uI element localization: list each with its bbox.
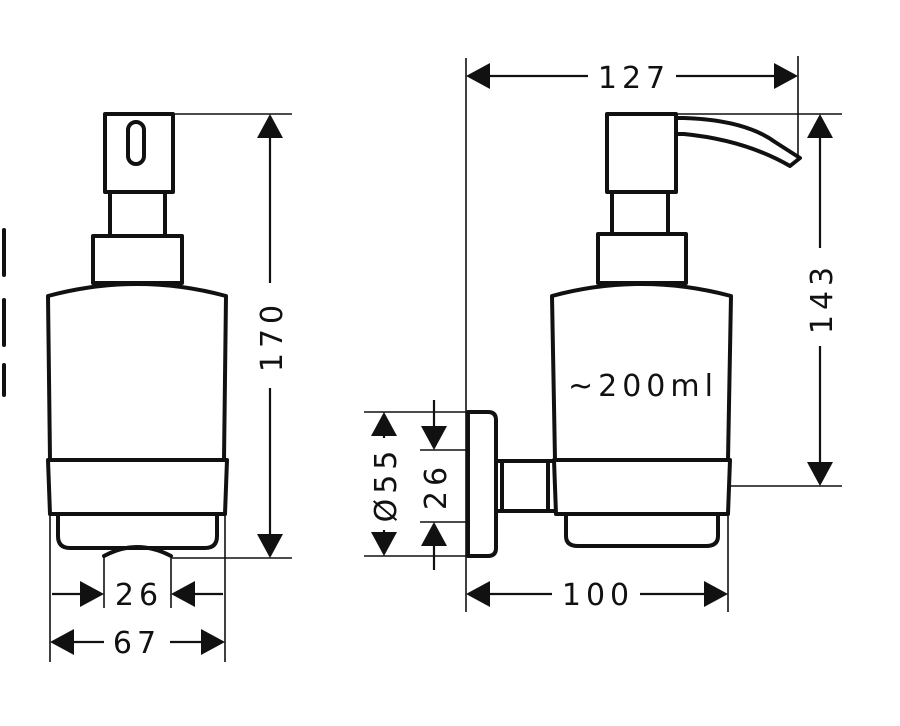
dimension-base-front: 26 <box>49 514 226 662</box>
dimension-width-front: 67 <box>50 626 225 661</box>
front-base-cup <box>56 512 219 550</box>
wall-rosette <box>466 410 498 558</box>
dimension-height-front-label: 170 <box>255 300 290 372</box>
dimension-height-side: 143 <box>676 113 842 487</box>
dimension-width-front-label: 67 <box>113 626 161 661</box>
front-pump-head <box>103 112 175 194</box>
dimension-rosette-inner: 26 <box>419 400 468 570</box>
front-pump-slot <box>126 120 146 166</box>
side-base-cup <box>564 512 720 548</box>
side-pump-head <box>605 112 678 194</box>
dimension-height-front: 170 <box>172 113 292 559</box>
front-pump-stem <box>108 190 167 238</box>
dimension-height-side-label: 143 <box>805 262 840 334</box>
side-pump-collar <box>596 232 688 285</box>
dimension-base-front-label: 26 <box>115 578 163 613</box>
dimension-rosette-inner-label: 26 <box>419 462 454 510</box>
dimension-depth-side: 100 <box>466 514 729 613</box>
front-holder-band <box>46 458 229 516</box>
dimension-total-depth-label: 127 <box>598 61 670 96</box>
holder-arm <box>494 459 556 513</box>
volume-label: ~200ml <box>568 369 718 404</box>
side-holder-band <box>552 458 732 516</box>
side-glass-body <box>550 282 733 462</box>
front-view-dispenser <box>46 112 229 558</box>
side-view-dispenser <box>466 112 802 558</box>
dimension-depth-side-label: 100 <box>562 578 634 613</box>
side-pump-stem <box>610 190 670 236</box>
front-glass-body <box>46 282 228 462</box>
dimension-total-depth: 127 <box>466 56 799 160</box>
dimension-rosette-diameter: Ø55 <box>364 411 468 557</box>
side-pump-spout <box>674 116 802 168</box>
dimension-rosette-diameter-label: Ø55 <box>369 446 404 523</box>
front-base-dome <box>102 545 173 558</box>
front-pump-collar <box>91 234 184 285</box>
